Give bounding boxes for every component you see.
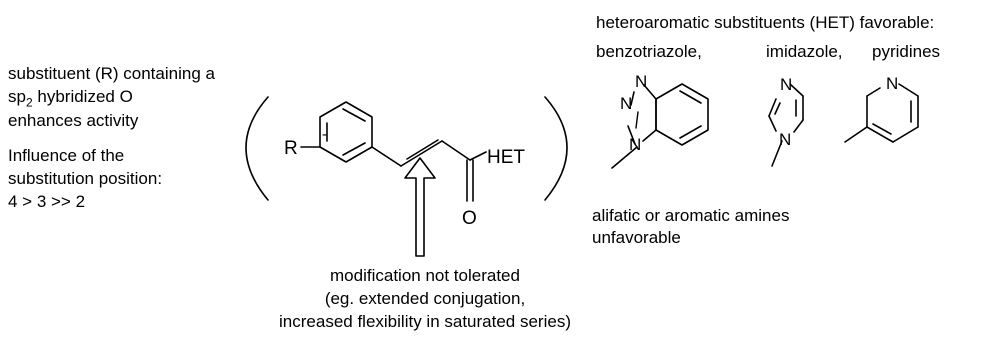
benzotriazole-n3: N <box>629 135 641 154</box>
amines-note-line1: alifatic or aromatic amines <box>592 206 790 225</box>
benzotriazole-n1: N <box>635 72 647 91</box>
pyridine-n: N <box>886 74 898 93</box>
left-parenthesis <box>245 96 269 201</box>
phenyl-ring <box>319 101 373 163</box>
substituent-note-line3: enhances activity <box>8 111 139 130</box>
modification-note-line1: modification not tolerated <box>330 266 520 285</box>
substituent-note-line1: substituent (R) containing a <box>8 64 215 83</box>
r-group-label: R <box>284 138 298 159</box>
r-bond-mark: - <box>322 126 327 143</box>
sp-subscript: 2 <box>25 95 33 110</box>
substituent-note-line2: sp2 hybridized O <box>8 86 133 113</box>
right-parenthesis <box>544 96 568 201</box>
alkene-bond <box>400 140 443 167</box>
het-bond <box>469 151 487 161</box>
benzotriazole-structure <box>611 83 709 169</box>
het-label: HET <box>487 147 525 168</box>
het-name-pyridines: pyridines <box>872 42 941 61</box>
amines-note-line2: unfavorable <box>592 228 681 247</box>
imidazole-n2: N <box>779 130 791 149</box>
pyridine-structure <box>844 83 919 143</box>
position-note-line3: 4 > 3 >> 2 <box>8 192 86 211</box>
up-arrow-icon <box>404 157 436 257</box>
position-note-line1: Influence of the <box>8 146 125 165</box>
position-note-line2: substitution position: <box>8 169 163 188</box>
oxygen-label: O <box>462 208 477 229</box>
imidazole-n1: N <box>780 75 792 94</box>
sp-text: sp <box>8 87 26 106</box>
modification-note-line2: (eg. extended conjugation, <box>324 289 526 308</box>
het-name-imidazole: imidazole, <box>766 42 843 61</box>
hybridized-text: hybridized O <box>32 87 133 106</box>
imidazole-structure <box>768 83 804 167</box>
het-name-benzotriazole: benzotriazole, <box>596 42 702 61</box>
benzotriazole-n2: N <box>620 94 632 113</box>
chain-bond-1 <box>371 146 402 167</box>
chain-bond-2 <box>441 140 471 161</box>
het-title: heteroaromatic substituents (HET) favora… <box>596 13 935 32</box>
alkene-second-line <box>406 139 439 160</box>
modification-note-line3: increased flexibility in saturated serie… <box>279 312 571 331</box>
